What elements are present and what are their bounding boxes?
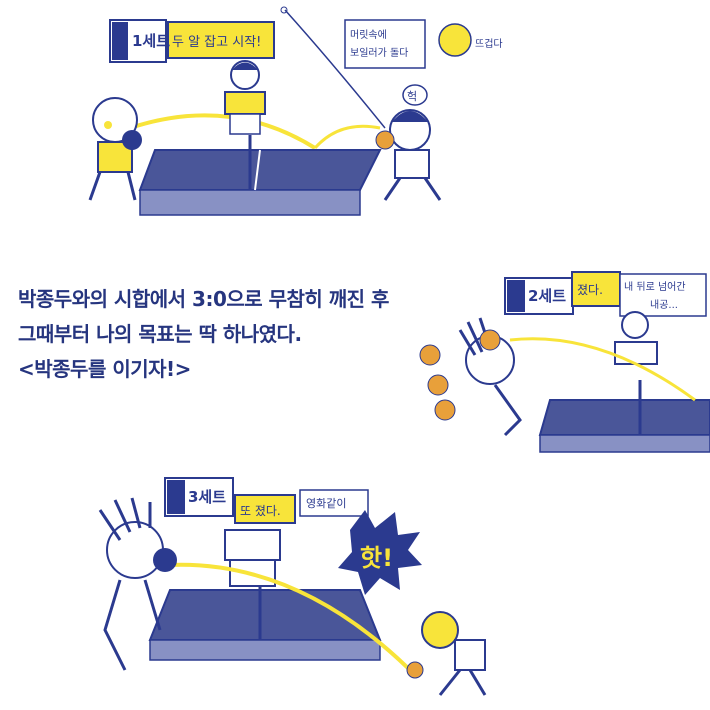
panel-3-illustration bbox=[98, 477, 487, 696]
caption-line-3: <박종두를 이기자!> bbox=[18, 357, 191, 381]
thought-bubble-1-line1: 머릿속에 bbox=[350, 30, 387, 41]
set-label-2: 2세트 bbox=[528, 287, 567, 305]
speech-bubble-1: 두 알 잡고 시작! bbox=[172, 35, 262, 50]
panel-2-illustration bbox=[419, 271, 710, 453]
panel-1-illustration bbox=[88, 6, 472, 216]
set-label-1: 1세트 bbox=[132, 32, 171, 50]
exclaim-3: 핫! bbox=[360, 544, 394, 572]
panel-set-2: 2세트 졌다. 내 뒤로 넘어간 내공... bbox=[400, 260, 710, 460]
thought-bubble-1-side: 뜨겁다 bbox=[475, 39, 503, 50]
thought-bubble-2-line1: 내 뒤로 넘어간 bbox=[624, 282, 686, 293]
caption-line-2: 그때부터 나의 목표는 딱 하나였다. bbox=[18, 322, 302, 346]
caption-line-1: 박종두와의 시합에서 3:0으로 무참히 깨진 후 bbox=[18, 287, 389, 311]
speech-bubble-2: 졌다. bbox=[577, 283, 603, 297]
thought-bubble-3: 영화같이 bbox=[306, 497, 347, 510]
exclaim-1: 헉 bbox=[407, 90, 418, 103]
set-label-3: 3세트 bbox=[188, 488, 227, 506]
speech-bubble-3: 또 졌다. bbox=[240, 504, 281, 518]
thought-bubble-2-line2: 내공... bbox=[650, 300, 678, 311]
panel-set-1: 1세트 두 알 잡고 시작! 머릿속에 보일러가 돌다 뜨겁다 헉 bbox=[60, 0, 510, 230]
panel-set-3: 3세트 또 졌다. 영화같이 핫! bbox=[60, 470, 510, 710]
thought-bubble-1-line2: 보일러가 돌다 bbox=[350, 48, 409, 59]
story-caption: 박종두와의 시합에서 3:0으로 무참히 깨진 후 그때부터 나의 목표는 딱 … bbox=[18, 282, 488, 387]
